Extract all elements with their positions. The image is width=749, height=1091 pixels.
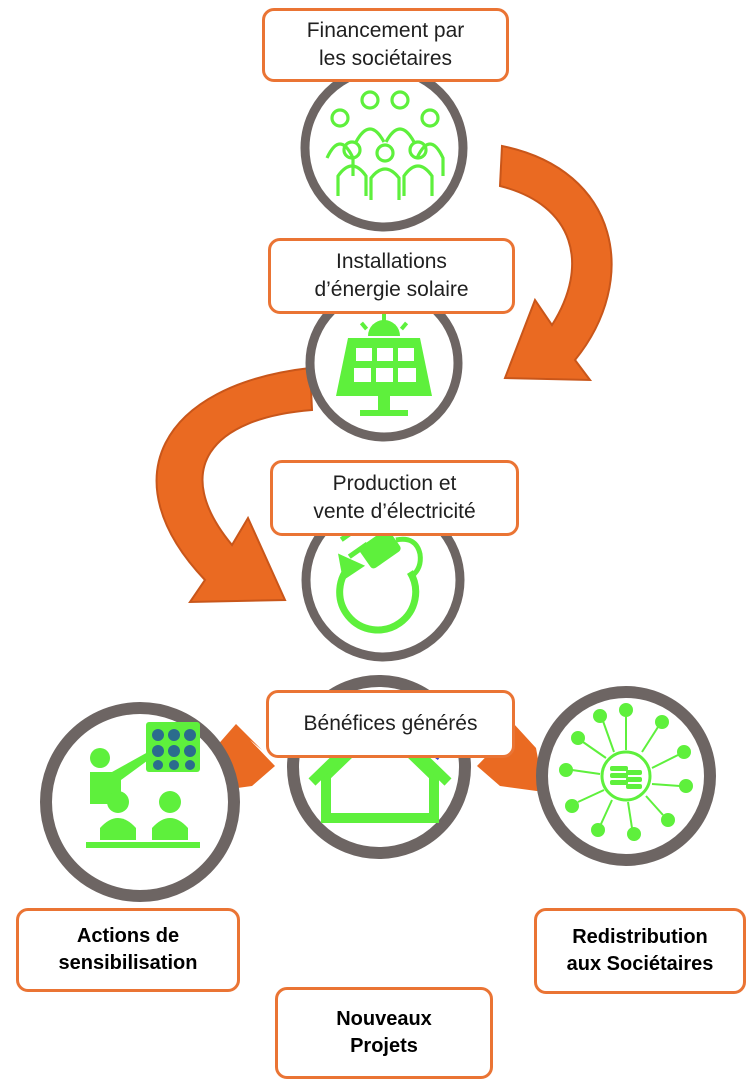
step-label-solar-installations: Installations d’énergie solaire [268, 238, 515, 314]
coins-distribution-icon [536, 686, 716, 866]
step-label-profits: Bénéfices générés [266, 690, 515, 758]
curved-arrow-left [155, 366, 314, 604]
outcome-label-new-projects: Nouveaux Projets [275, 987, 493, 1079]
step-label-production: Production et vente d’électricité [270, 460, 519, 536]
solar-panel-icon [305, 284, 463, 442]
arrow-down-right [477, 724, 544, 792]
outcome-label-awareness: Actions de sensibilisation [16, 908, 240, 992]
teaching-presentation-icon [40, 702, 240, 902]
outcome-label-redistribution: Redistribution aux Sociétaires [534, 908, 746, 994]
curved-arrow-right [498, 144, 613, 382]
step-label-financing: Financement par les sociétaires [262, 8, 509, 82]
community-people-icon [300, 64, 468, 232]
